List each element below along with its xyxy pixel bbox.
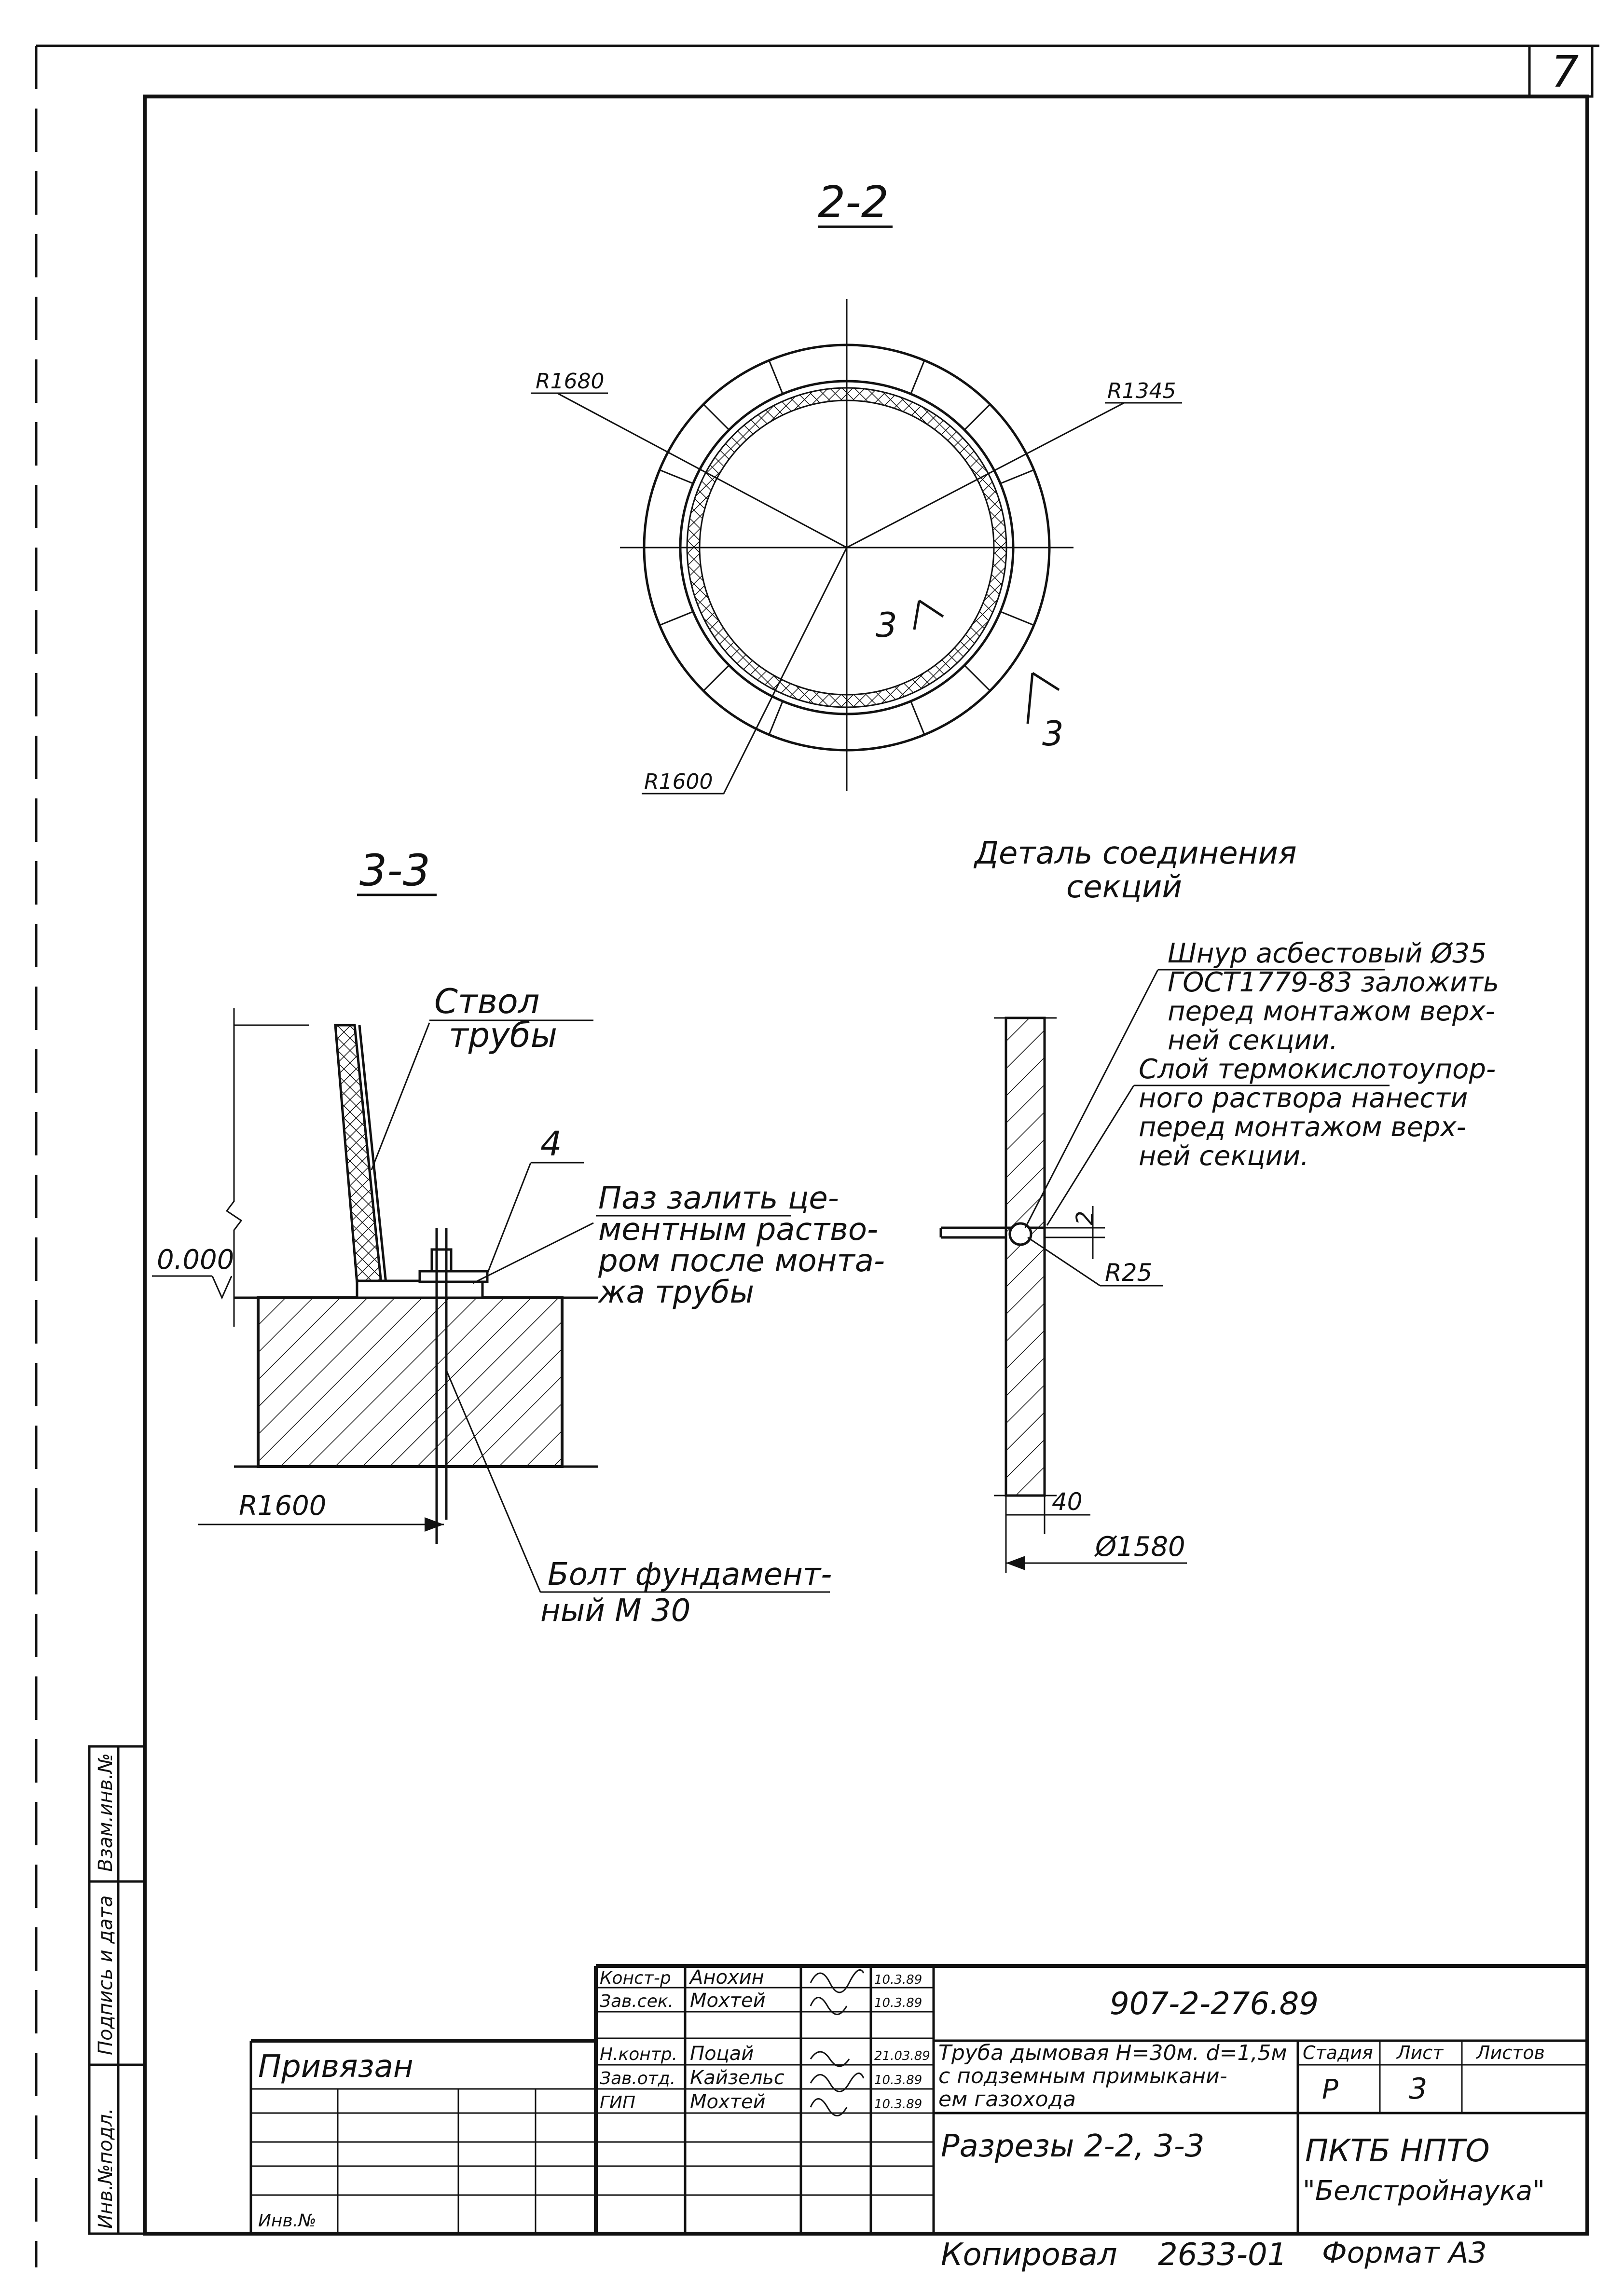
trunk-label-2: трубы [449,1016,557,1055]
sig-name-3: Поцай [690,2043,754,2065]
sig-name-4: Кайзельс [690,2067,784,2089]
detail-title-1: Деталь соединения [973,836,1297,871]
sheet-name: Разрезы 2-2, 3-3 [941,2128,1205,2164]
side-stamp-replace: Взам.инв.№ [95,1753,117,1872]
side-stamp-sign: Подпись и дата [95,1895,117,2055]
trunk-label-1: Ствол [434,982,539,1021]
sig-date-2: 10.3.89 [874,1996,922,2010]
radius-r1680-label: R1680 [536,369,605,394]
sig-role-4: Зав.отд. [600,2069,675,2088]
section-2-2: 2-2 [531,177,1182,795]
section-3-3-title: 3-3 [359,845,430,896]
sig-role-5: ГИП [600,2093,635,2113]
sig-date-5: 10.3.89 [874,2097,922,2112]
side-stamp-inv: Инв.№подл. [95,2108,117,2229]
sig-date-3: 21.03.89 [874,2049,930,2063]
detail-small-dim: 2 [1072,1210,1099,1225]
trunk-wall [334,1024,383,1285]
cord-note-1: Шнур асбестовый Ø35 [1168,938,1487,969]
sig-name-5: Мохтей [690,2091,766,2113]
bolt-label-1: Болт фундамент- [548,1557,832,1593]
mortar-note-2: ного раствора нанести [1139,1083,1468,1114]
stage-value: Р [1322,2074,1338,2105]
cut-mark-inner: 3 [876,605,897,645]
sheets-header: Листов [1475,2042,1545,2063]
footer-format: Формат А3 [1322,2236,1487,2270]
grout-note-1: Паз залить це- [598,1181,839,1216]
inv-no-label: Инв.№ [258,2211,317,2231]
mortar-note-1: Слой термокислотоупор- [1139,1054,1496,1085]
detail-wall [1005,1016,1046,1497]
cut-mark-outer: 3 [1042,714,1064,754]
object-name-3: ем газохода [938,2087,1076,2112]
sig-date-1: 10.3.89 [874,1973,922,1987]
object-name-2: с подземным примыкани- [938,2064,1227,2088]
detail-title-2: секций [1066,869,1182,905]
bolt-label-2: ный М 30 [540,1593,690,1629]
sig-date-4: 10.3.89 [874,2073,922,2087]
cord-note-2: ГОСТ1779-83 заложить [1168,967,1499,998]
position-number-4: 4 [540,1124,562,1164]
sig-role-1: Конст-р [600,1968,671,1988]
radius-r1345-label: R1345 [1107,379,1176,403]
footer-copy-no: 2633-01 [1158,2237,1287,2273]
grout-note-3: ром после монта- [598,1243,885,1279]
sheet-header: Лист [1396,2042,1444,2063]
mortar-note-4: ней секции. [1139,1140,1309,1172]
object-name-1: Труба дымовая Н=30м. d=1,5м [938,2041,1287,2065]
privyazan-label: Привязан [258,2049,413,2085]
stage-header: Стадия [1303,2042,1373,2063]
sig-name-2: Мохтей [690,1990,766,2012]
sig-role-2: Зав.сек. [600,1991,674,2011]
radius-r1600-33-label: R1600 [239,1490,326,1522]
detail-wall-dim: 40 [1052,1488,1083,1516]
title-block: Конст-р Анохин 10.3.89 Зав.сек. Мохтей 1… [249,1964,1587,2235]
cord-note-3: перед монтажом верх- [1168,996,1495,1027]
section-2-2-title: 2-2 [818,177,889,228]
org-name-1: ПКТБ НПТО [1305,2133,1490,2169]
section-3-3: 3-3 Ствол трубы 4 Паз залить це- ментным… [152,845,885,1629]
sheet-frame [35,44,1599,2267]
page-number: 7 [1551,47,1579,97]
level-mark: 0.000 [157,1244,234,1276]
sheet-value: 3 [1409,2072,1427,2106]
sig-name-1: Анохин [688,1966,764,1989]
foundation-block [257,1296,564,1468]
ring-segment-ticks [644,345,1049,750]
grout-note-2: ментным раство- [598,1212,878,1248]
radius-r1600-label: R1600 [644,769,713,794]
mortar-note-3: перед монтажом верх- [1139,1112,1466,1143]
detail-joint: Деталь соединения секций Шнур асбестовый… [939,836,1499,1573]
cord-note-4: ней секции. [1168,1025,1338,1056]
org-name-2: "Белстройнаука" [1303,2175,1545,2207]
footer: Копировал 2633-01 Формат А3 [941,2236,1487,2273]
footer-copied: Копировал [941,2237,1117,2273]
doc-code: 907-2-276.89 [1110,1986,1319,2022]
detail-r25-label: R25 [1105,1259,1152,1287]
detail-diameter-label: Ø1580 [1094,1531,1185,1563]
grout-note-4: жа трубы [597,1275,754,1310]
sig-role-3: Н.контр. [600,2045,677,2064]
side-stamp: Инв.№подл. Подпись и дата Взам.инв.№ [88,1745,146,2235]
